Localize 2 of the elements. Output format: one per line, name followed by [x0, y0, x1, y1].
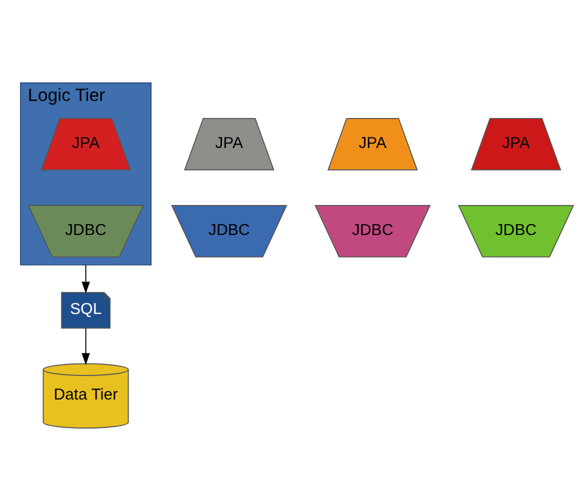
arrow — [82, 327, 90, 364]
arrow — [82, 264, 90, 294]
